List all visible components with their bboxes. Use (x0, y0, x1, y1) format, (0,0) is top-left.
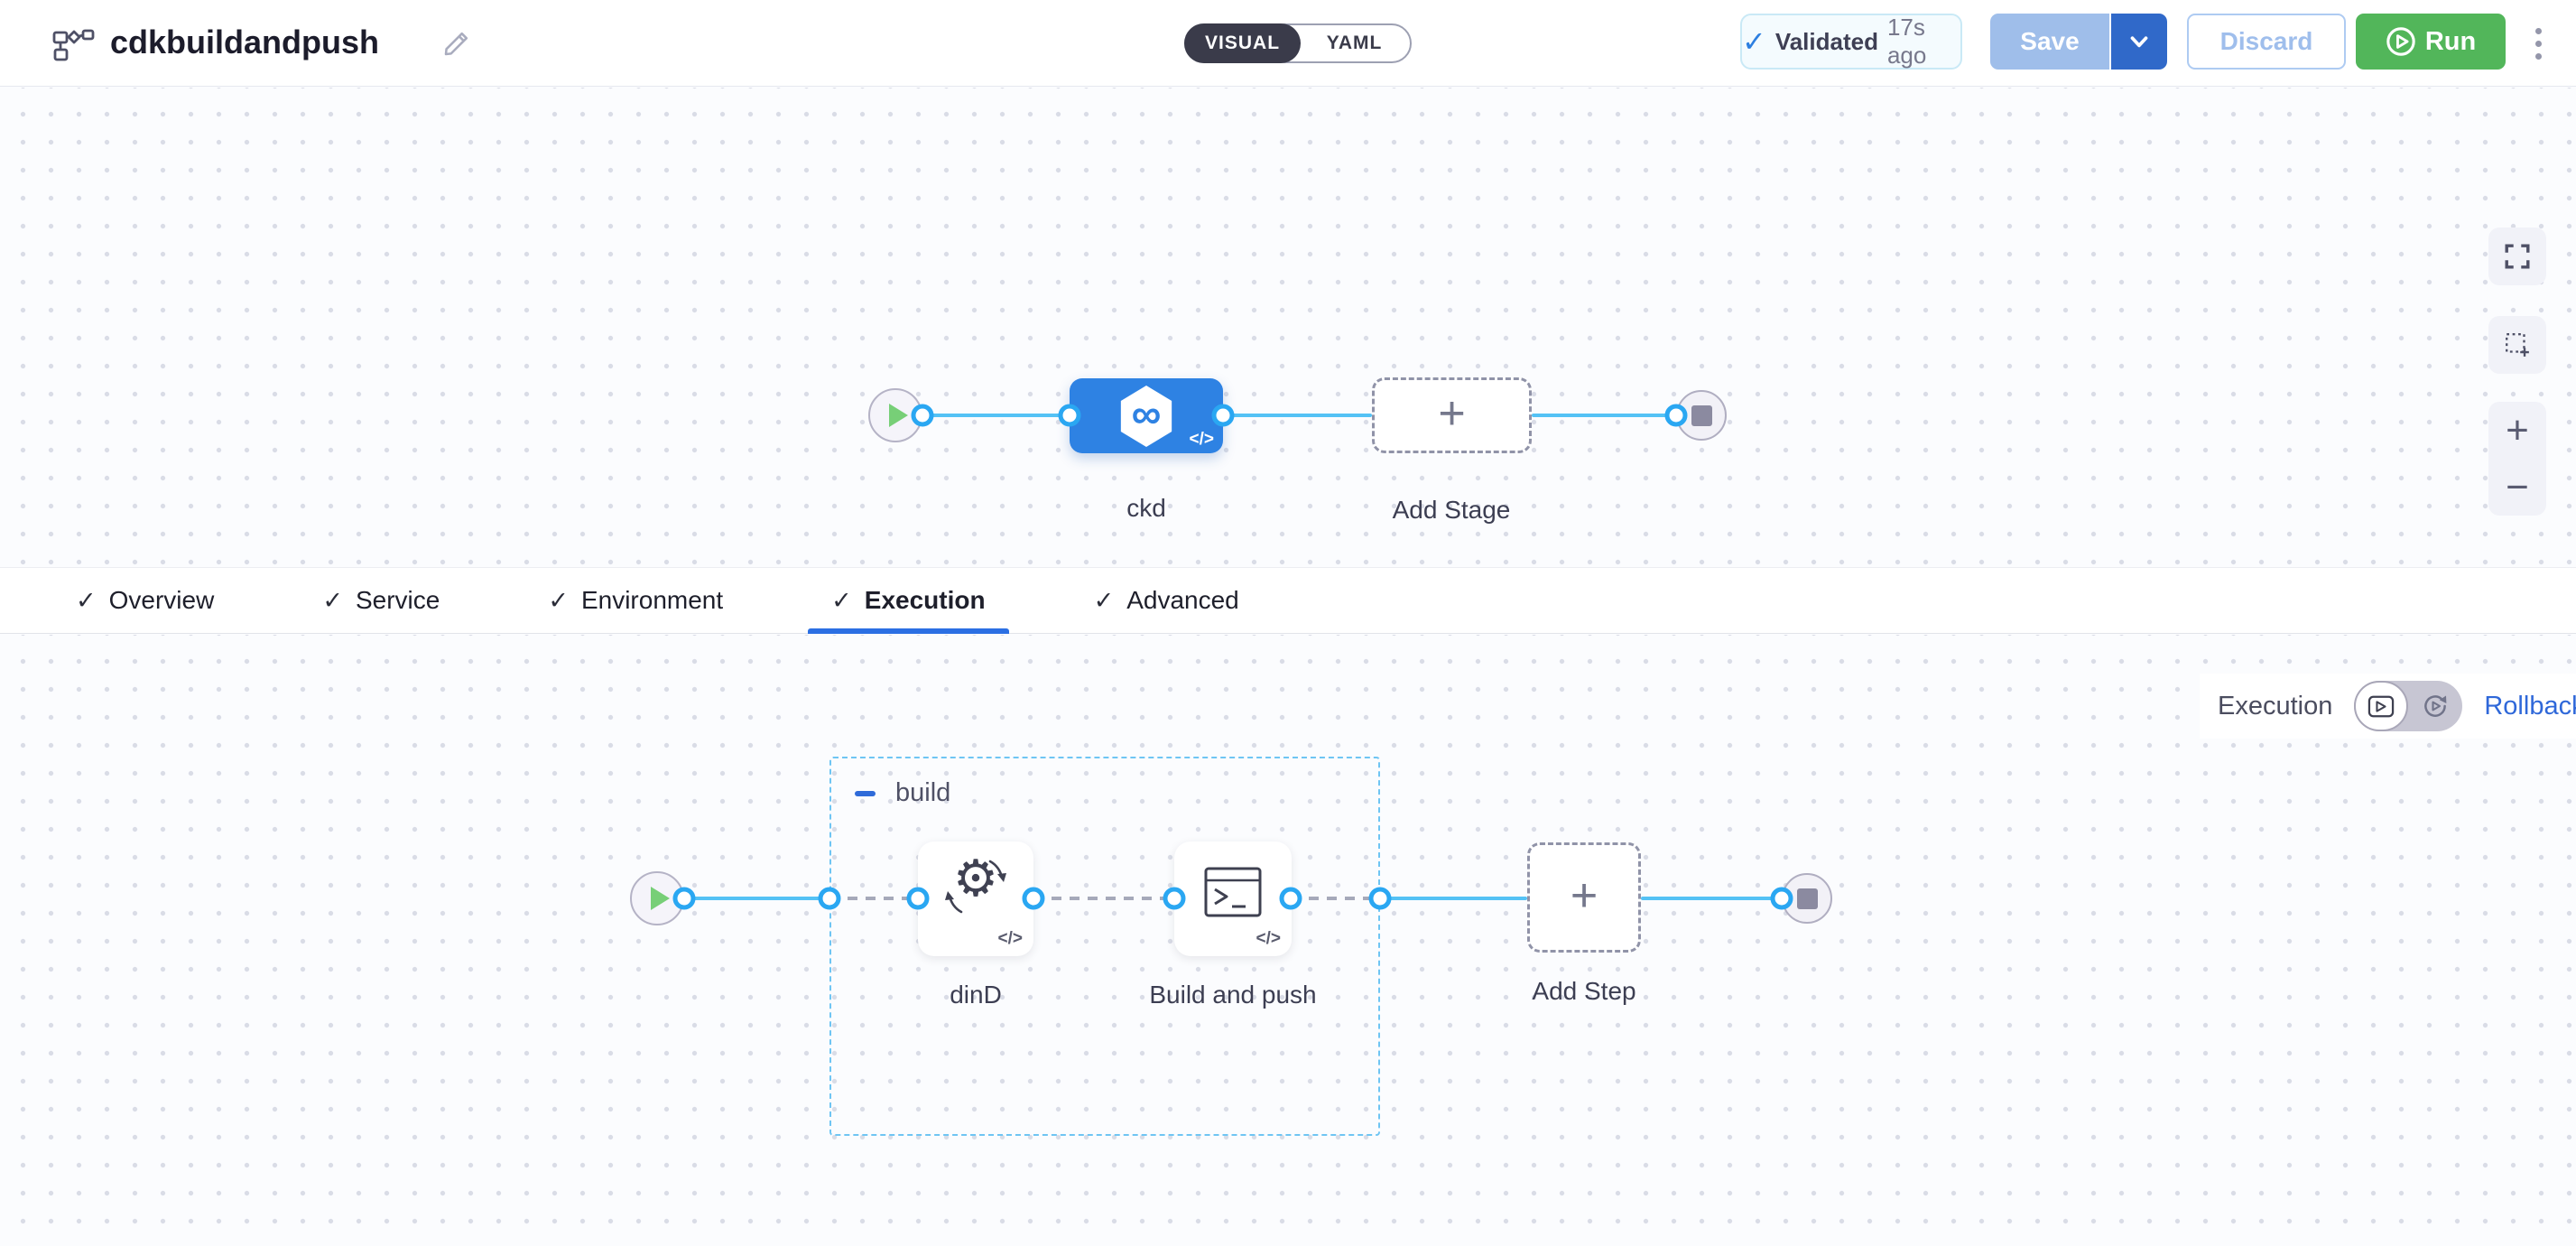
check-icon: ✓ (548, 586, 569, 614)
stage-node-ckd[interactable]: ∞ </> (1070, 378, 1223, 453)
tab-overview[interactable]: ✓ Overview (76, 586, 215, 614)
connector-port (1664, 404, 1688, 427)
add-stage-label: Add Stage (1392, 496, 1511, 524)
connector-line (1223, 414, 1372, 417)
stage-tabbar: ✓ Overview ✓ Service ✓ Environment ✓ Exe… (0, 567, 2576, 634)
execution-rollback-toggle (2354, 681, 2463, 731)
save-button[interactable]: Save (1990, 14, 2109, 70)
connector-port (1022, 887, 1045, 910)
zoom-controls: + − (2488, 402, 2546, 516)
play-icon (650, 887, 670, 910)
plus-icon: + (1570, 869, 1598, 922)
connector-line (1532, 414, 1676, 417)
connector-port (1211, 404, 1235, 427)
run-label: Run (2424, 26, 2477, 56)
connector-port (1058, 404, 1081, 427)
save-dropdown-button[interactable] (2109, 14, 2167, 70)
code-icon: </> (997, 929, 1023, 948)
sync-arrows-icon (945, 860, 1006, 914)
pipeline-end-node[interactable] (1676, 390, 1727, 441)
visual-yaml-toggle: VISUAL YAML (1184, 23, 1412, 63)
connector-line-dashed (1033, 897, 1174, 900)
rollback-mode-button[interactable] (2408, 681, 2462, 731)
validated-label: Validated (1774, 27, 1878, 55)
pipeline-icon (52, 29, 95, 61)
connector-port (672, 887, 696, 910)
add-step-label: Add Step (1532, 977, 1636, 1005)
stop-icon (1796, 888, 1818, 909)
connector-port (1770, 887, 1793, 910)
connector-port (911, 404, 934, 427)
add-step-button[interactable]: + (1527, 842, 1641, 953)
execution-rollback-switcher: Execution Rollback (2200, 674, 2576, 739)
run-button[interactable]: Run (2356, 14, 2506, 70)
terminal-icon (1204, 867, 1262, 917)
code-icon: </> (1189, 430, 1214, 449)
check-icon: ✓ (1093, 586, 1115, 614)
connector-line (1641, 897, 1782, 900)
toggle-yaml[interactable]: YAML (1326, 33, 1383, 53)
zoom-out-button[interactable]: − (2506, 464, 2529, 509)
execution-mode-button[interactable] (2354, 681, 2409, 731)
check-icon: ✓ (76, 586, 97, 614)
stage-label: ckd (1126, 494, 1166, 522)
check-icon: ✓ (322, 586, 343, 614)
rollback-link[interactable]: Rollback (2484, 691, 2576, 721)
connector-line (922, 414, 1070, 417)
multi-select-button[interactable] (2488, 316, 2546, 374)
execution-end-node[interactable] (1782, 873, 1832, 924)
discard-button[interactable]: Discard (2187, 14, 2346, 70)
chevron-down-icon (2130, 36, 2148, 48)
connector-line (1380, 897, 1527, 900)
connector-line-dashed (1291, 897, 1380, 900)
connector-line-dashed (829, 897, 918, 900)
tab-advanced[interactable]: ✓ Advanced (1093, 586, 1239, 614)
page-title: cdkbuildandpush (110, 23, 380, 60)
stop-icon (1691, 404, 1712, 426)
check-icon: ✓ (1742, 25, 1766, 58)
group-label: build (895, 778, 951, 807)
zoom-in-button[interactable]: + (2506, 407, 2529, 452)
validated-time: 17s ago (1886, 14, 1927, 69)
step-group-build[interactable]: build (829, 757, 1380, 1136)
connector-port (818, 887, 841, 910)
ci-stage-icon: ∞ (1120, 386, 1172, 447)
code-icon: </> (1256, 929, 1281, 948)
step-label-dind: dinD (950, 981, 1002, 1009)
connector-port (1163, 887, 1186, 910)
more-options-button[interactable] (2527, 22, 2549, 65)
collapse-group-icon[interactable] (855, 790, 876, 796)
connector-port (1368, 887, 1392, 910)
plus-icon: + (1438, 387, 1466, 440)
marquee-select-icon (2506, 333, 2529, 357)
tab-environment[interactable]: ✓ Environment (548, 586, 724, 614)
add-stage-button[interactable]: + (1372, 377, 1532, 453)
connector-line (684, 897, 829, 900)
header: cdkbuildandpush VISUAL YAML ✓ Validated … (0, 0, 2576, 87)
tab-service[interactable]: ✓ Service (322, 586, 440, 614)
edit-pencil-icon[interactable] (440, 27, 473, 60)
step-node-build-and-push[interactable]: </> (1174, 842, 1292, 956)
step-node-dind[interactable]: ⚙ </> (918, 842, 1033, 956)
execution-steps-icon (2368, 695, 2395, 717)
rollback-icon (2424, 695, 2447, 717)
play-circle-icon (2386, 27, 2415, 56)
connector-port (906, 887, 930, 910)
step-label-build-and-push: Build and push (1149, 981, 1317, 1009)
stage-canvas (0, 88, 2576, 567)
tab-execution[interactable]: ✓ Execution (808, 568, 1010, 634)
check-icon: ✓ (831, 586, 852, 614)
toggle-visual[interactable]: VISUAL (1184, 23, 1302, 63)
play-icon (888, 404, 908, 427)
save-split-button: Save (1990, 14, 2167, 70)
fullscreen-button[interactable] (2488, 228, 2546, 285)
execution-mode-label: Execution (2218, 691, 2333, 721)
connector-port (1279, 887, 1302, 910)
fullscreen-icon (2505, 244, 2530, 269)
validated-badge[interactable]: ✓ Validated 17s ago (1740, 14, 1962, 70)
